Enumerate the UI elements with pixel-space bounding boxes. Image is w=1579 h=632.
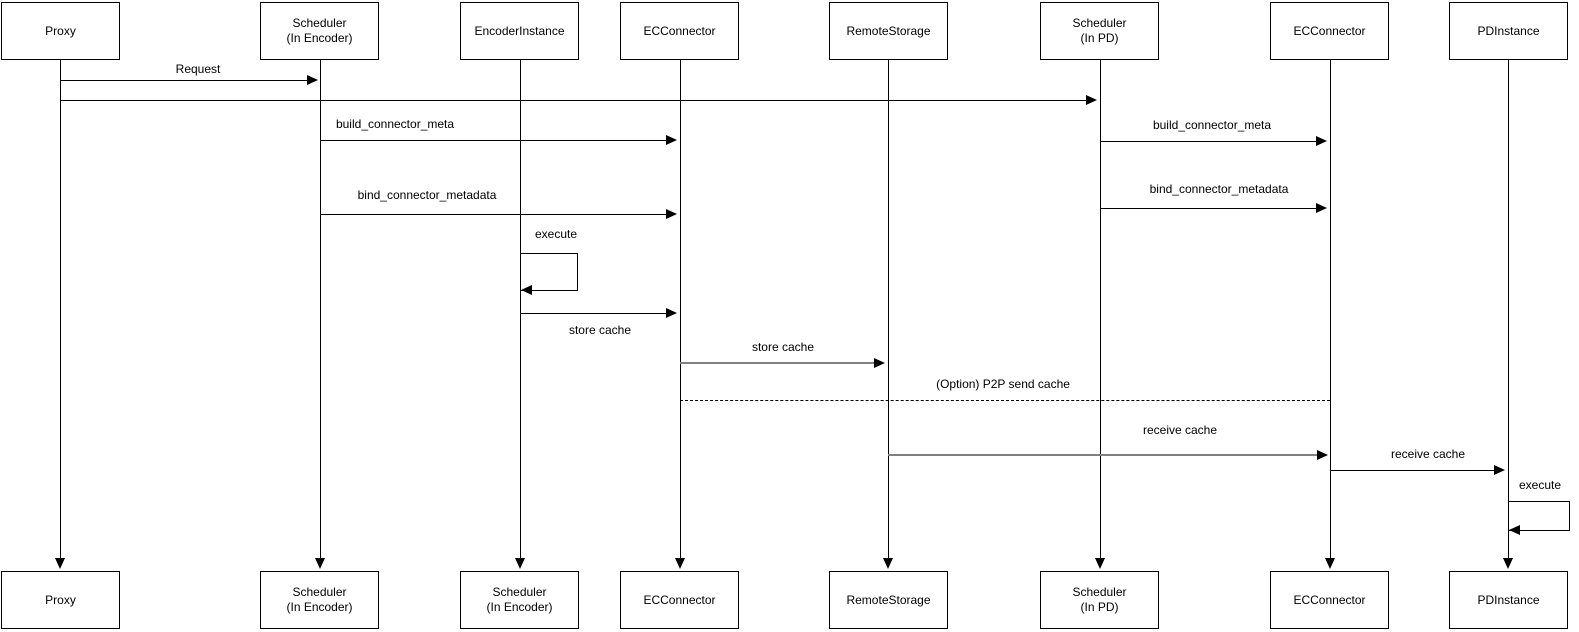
lifeline-scheduler-pd	[1100, 60, 1101, 559]
actor-box-bottom-ecconnector-1: ECConnector	[620, 571, 739, 629]
actor-label: Proxy	[45, 592, 76, 607]
arrowhead-right-icon	[1316, 136, 1327, 146]
actor-box-bottom-proxy: Proxy	[1, 571, 120, 629]
arrowhead-down-icon	[1325, 558, 1335, 569]
message-line-store-cache-1	[520, 313, 667, 314]
message-line-build-connector-meta-left	[320, 140, 667, 141]
lifeline-ecconnector-1	[680, 60, 681, 559]
arrowhead-down-icon	[315, 558, 325, 569]
arrowhead-right-icon	[1317, 450, 1328, 460]
message-label-request: Request	[175, 62, 221, 76]
message-label-bind-connector-metadata-right: bind_connector_metadata	[1149, 182, 1289, 196]
message-line-bind-connector-metadata-right	[1100, 208, 1317, 209]
actor-label: Scheduler (In Encoder)	[286, 16, 353, 45]
arrowhead-right-icon	[307, 75, 318, 85]
lifeline-ecconnector-2	[1330, 60, 1331, 559]
actor-box-bottom-remote-storage: RemoteStorage	[829, 571, 948, 629]
actor-box-top-remote-storage: RemoteStorage	[829, 2, 948, 60]
actor-label: PDInstance	[1477, 23, 1540, 38]
arrowhead-right-icon	[1316, 203, 1327, 213]
arrowhead-right-icon	[1494, 465, 1505, 475]
actor-box-bottom-ecconnector-2: ECConnector	[1270, 571, 1389, 629]
actor-label: RemoteStorage	[846, 592, 931, 607]
actor-label: ECConnector	[1293, 592, 1366, 607]
actor-label: PDInstance	[1477, 592, 1540, 607]
actor-label: Proxy	[45, 23, 76, 38]
arrowhead-right-icon	[666, 209, 677, 219]
actor-box-top-scheduler-pd: Scheduler (In PD)	[1040, 2, 1159, 60]
message-line-store-cache-2	[680, 362, 876, 364]
message-line-build-connector-meta-right	[1100, 141, 1317, 142]
actor-label: RemoteStorage	[846, 23, 931, 38]
message-label-bind-connector-metadata-left: bind_connector_metadata	[357, 188, 497, 202]
arrowhead-down-icon	[515, 558, 525, 569]
message-label-receive-cache-1: receive cache	[1142, 423, 1218, 437]
message-label-receive-cache-2: receive cache	[1390, 447, 1466, 461]
actor-box-top-pdinstance: PDInstance	[1449, 2, 1568, 60]
message-label-execute-encoder: execute	[534, 227, 578, 241]
message-label-store-cache-1: store cache	[568, 323, 632, 337]
arrowhead-down-icon	[1503, 558, 1513, 569]
message-label-build-connector-meta-left: build_connector_meta	[335, 117, 455, 131]
actor-label: ECConnector	[643, 592, 716, 607]
actor-label: Scheduler (In Encoder)	[486, 585, 553, 614]
actor-label: Scheduler (In PD)	[1072, 16, 1127, 45]
actor-box-top-proxy: Proxy	[1, 2, 120, 60]
message-label-store-cache-2: store cache	[751, 340, 815, 354]
self-loop-execute-encoder	[520, 253, 578, 291]
message-line-p2p-send-cache	[680, 400, 1330, 401]
message-line-receive-cache-1	[888, 454, 1318, 456]
actor-box-bottom-scheduler-encoder-2: Scheduler (In Encoder)	[460, 571, 579, 629]
message-line-receive-cache-2	[1330, 470, 1495, 471]
arrowhead-right-icon	[666, 308, 677, 318]
arrowhead-down-icon	[675, 558, 685, 569]
arrowhead-right-icon	[666, 135, 677, 145]
message-label-execute-pd: execute	[1518, 478, 1562, 492]
arrowhead-down-icon	[1095, 558, 1105, 569]
message-label-build-connector-meta-right: build_connector_meta	[1152, 118, 1272, 132]
message-line-request	[60, 80, 308, 81]
actor-label: ECConnector	[643, 23, 716, 38]
message-line-proxy-to-scheduler-pd	[60, 100, 1087, 101]
lifeline-pdinstance	[1508, 60, 1509, 559]
arrowhead-down-icon	[883, 558, 893, 569]
message-line-bind-connector-metadata-left	[320, 214, 667, 215]
message-label-p2p-send-cache: (Option) P2P send cache	[936, 377, 1070, 391]
arrowhead-down-icon	[55, 558, 65, 569]
arrowhead-right-icon	[1086, 95, 1097, 105]
actor-box-top-ecconnector-2: ECConnector	[1270, 2, 1389, 60]
actor-label: Scheduler (In Encoder)	[286, 585, 353, 614]
lifeline-scheduler-encoder	[320, 60, 321, 559]
lifeline-remote-storage	[888, 60, 889, 559]
actor-box-bottom-pdinstance: PDInstance	[1449, 571, 1568, 629]
actor-box-top-encoder-instance: EncoderInstance	[460, 2, 579, 60]
actor-box-top-ecconnector-1: ECConnector	[620, 2, 739, 60]
self-loop-execute-pd	[1508, 501, 1570, 531]
arrowhead-left-icon	[521, 285, 532, 295]
actor-label: EncoderInstance	[474, 23, 565, 38]
actor-box-bottom-scheduler-encoder: Scheduler (In Encoder)	[260, 571, 379, 629]
lifeline-encoder-instance	[520, 60, 521, 559]
arrowhead-right-icon	[874, 358, 885, 368]
actor-label: ECConnector	[1293, 23, 1366, 38]
arrowhead-left-icon	[1509, 525, 1520, 535]
actor-box-bottom-scheduler-pd: Scheduler (In PD)	[1040, 571, 1159, 629]
lifeline-proxy	[60, 60, 61, 559]
actor-label: Scheduler (In PD)	[1072, 585, 1127, 614]
actor-box-top-scheduler-encoder: Scheduler (In Encoder)	[260, 2, 379, 60]
